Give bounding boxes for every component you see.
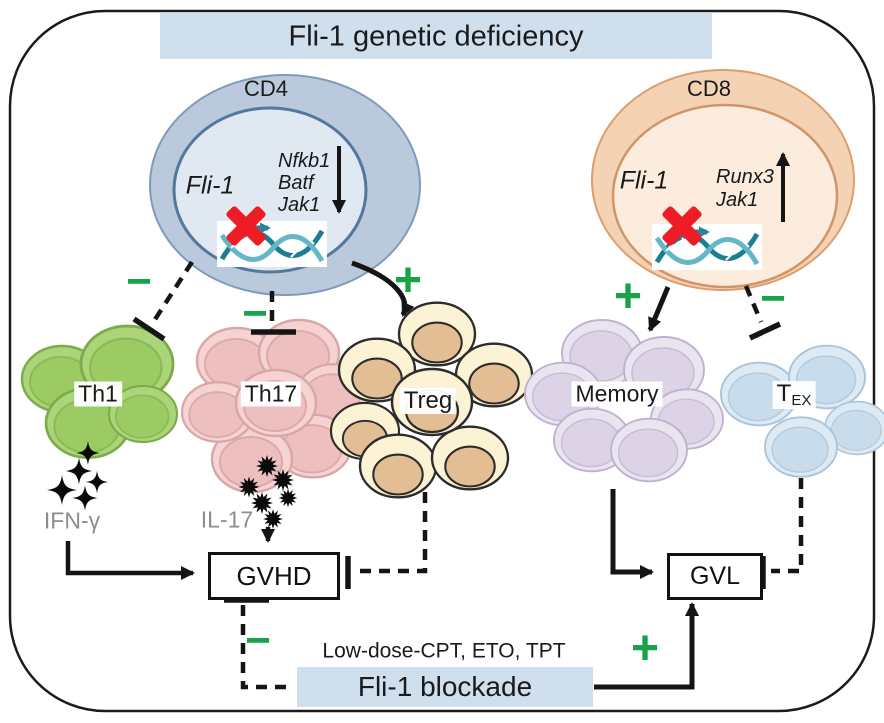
cd4-treg-plus-sign: + [393,254,423,307]
ifng-gvhd-arrow [65,541,195,580]
th17-label: Th17 [240,381,302,407]
gvl-label: GVL [689,562,741,590]
cd8-label: CD8 [686,76,732,101]
cd4-th1-minus-sign: − [126,257,152,306]
tex-gvl-inhibit-line [771,478,804,574]
cd8-gene-list: Runx3 Jak1 [716,166,774,212]
treg-label: Treg [399,388,457,414]
relationship-arrows [65,260,804,690]
cd8-memory-plus-sign: + [613,270,643,323]
cd8-gene-2: Jak1 [716,189,759,211]
tex-label: TEX [772,380,816,409]
cd4-gene-1: Nfkb1 [278,150,331,172]
cd8-tex-tbar [748,321,782,341]
cd8-tex-minus-sign: − [760,274,786,323]
cd8-tex-inhibit-line [743,285,764,323]
cd4-gene-2: Batf [278,172,314,194]
ifng-label: IFN-γ [43,507,101,534]
cd8-fli1-label: Fli-1 [619,166,669,195]
blockade-gvhd-inhibit-line [240,605,294,690]
cd4-gene-list: Nfkb1 Batf Jak1 [278,150,330,216]
blockade-gvl-plus-sign: + [630,622,660,675]
cd4-gene-3: Jak1 [278,194,321,216]
tex-label-sub: EX [791,392,812,409]
cd4-th1-inhibit-line [152,260,194,323]
blockade-label: Fli-1 blockade [357,671,533,702]
cd4-treg-arrow [351,260,415,317]
cd8-memory-arrow [647,286,671,332]
treg-gvhd-inhibit-line [356,492,428,574]
figure-frame [8,9,876,713]
cd4-th1-tbar [132,316,166,342]
memory-label: Memory [571,381,663,407]
title-banner [160,13,712,59]
blockade-gvhd-minus-sign: − [245,616,271,665]
gvhd-box: GVHD [208,552,340,600]
cd8-block-x-icon [662,206,702,246]
gvl-box: GVL [667,553,763,600]
cd4-fli1-label: Fli-1 [185,171,235,200]
th1-label: Th1 [74,381,122,407]
cd4-th17-minus-sign: − [242,289,268,338]
il17-label: IL-17 [200,506,254,533]
blockade-gvl-arrow [594,602,699,690]
cd8-cell-shape [591,69,855,291]
blockade-banner [297,667,593,707]
gvhd-label: GVHD [236,560,312,591]
cd8-gene-1: Runx3 [716,166,774,188]
memory-gvl-arrow [610,489,654,579]
drugs-label: Low-dose-CPT, ETO, TPT [322,639,566,663]
cell-clusters [20,301,884,499]
cd4-cell-shape [149,74,421,296]
cd4-block-x-icon [226,206,266,246]
tex-label-main: T [776,380,792,407]
cd4-label: CD4 [243,76,289,101]
figure-title: Fli-1 genetic deficiency [288,20,584,53]
